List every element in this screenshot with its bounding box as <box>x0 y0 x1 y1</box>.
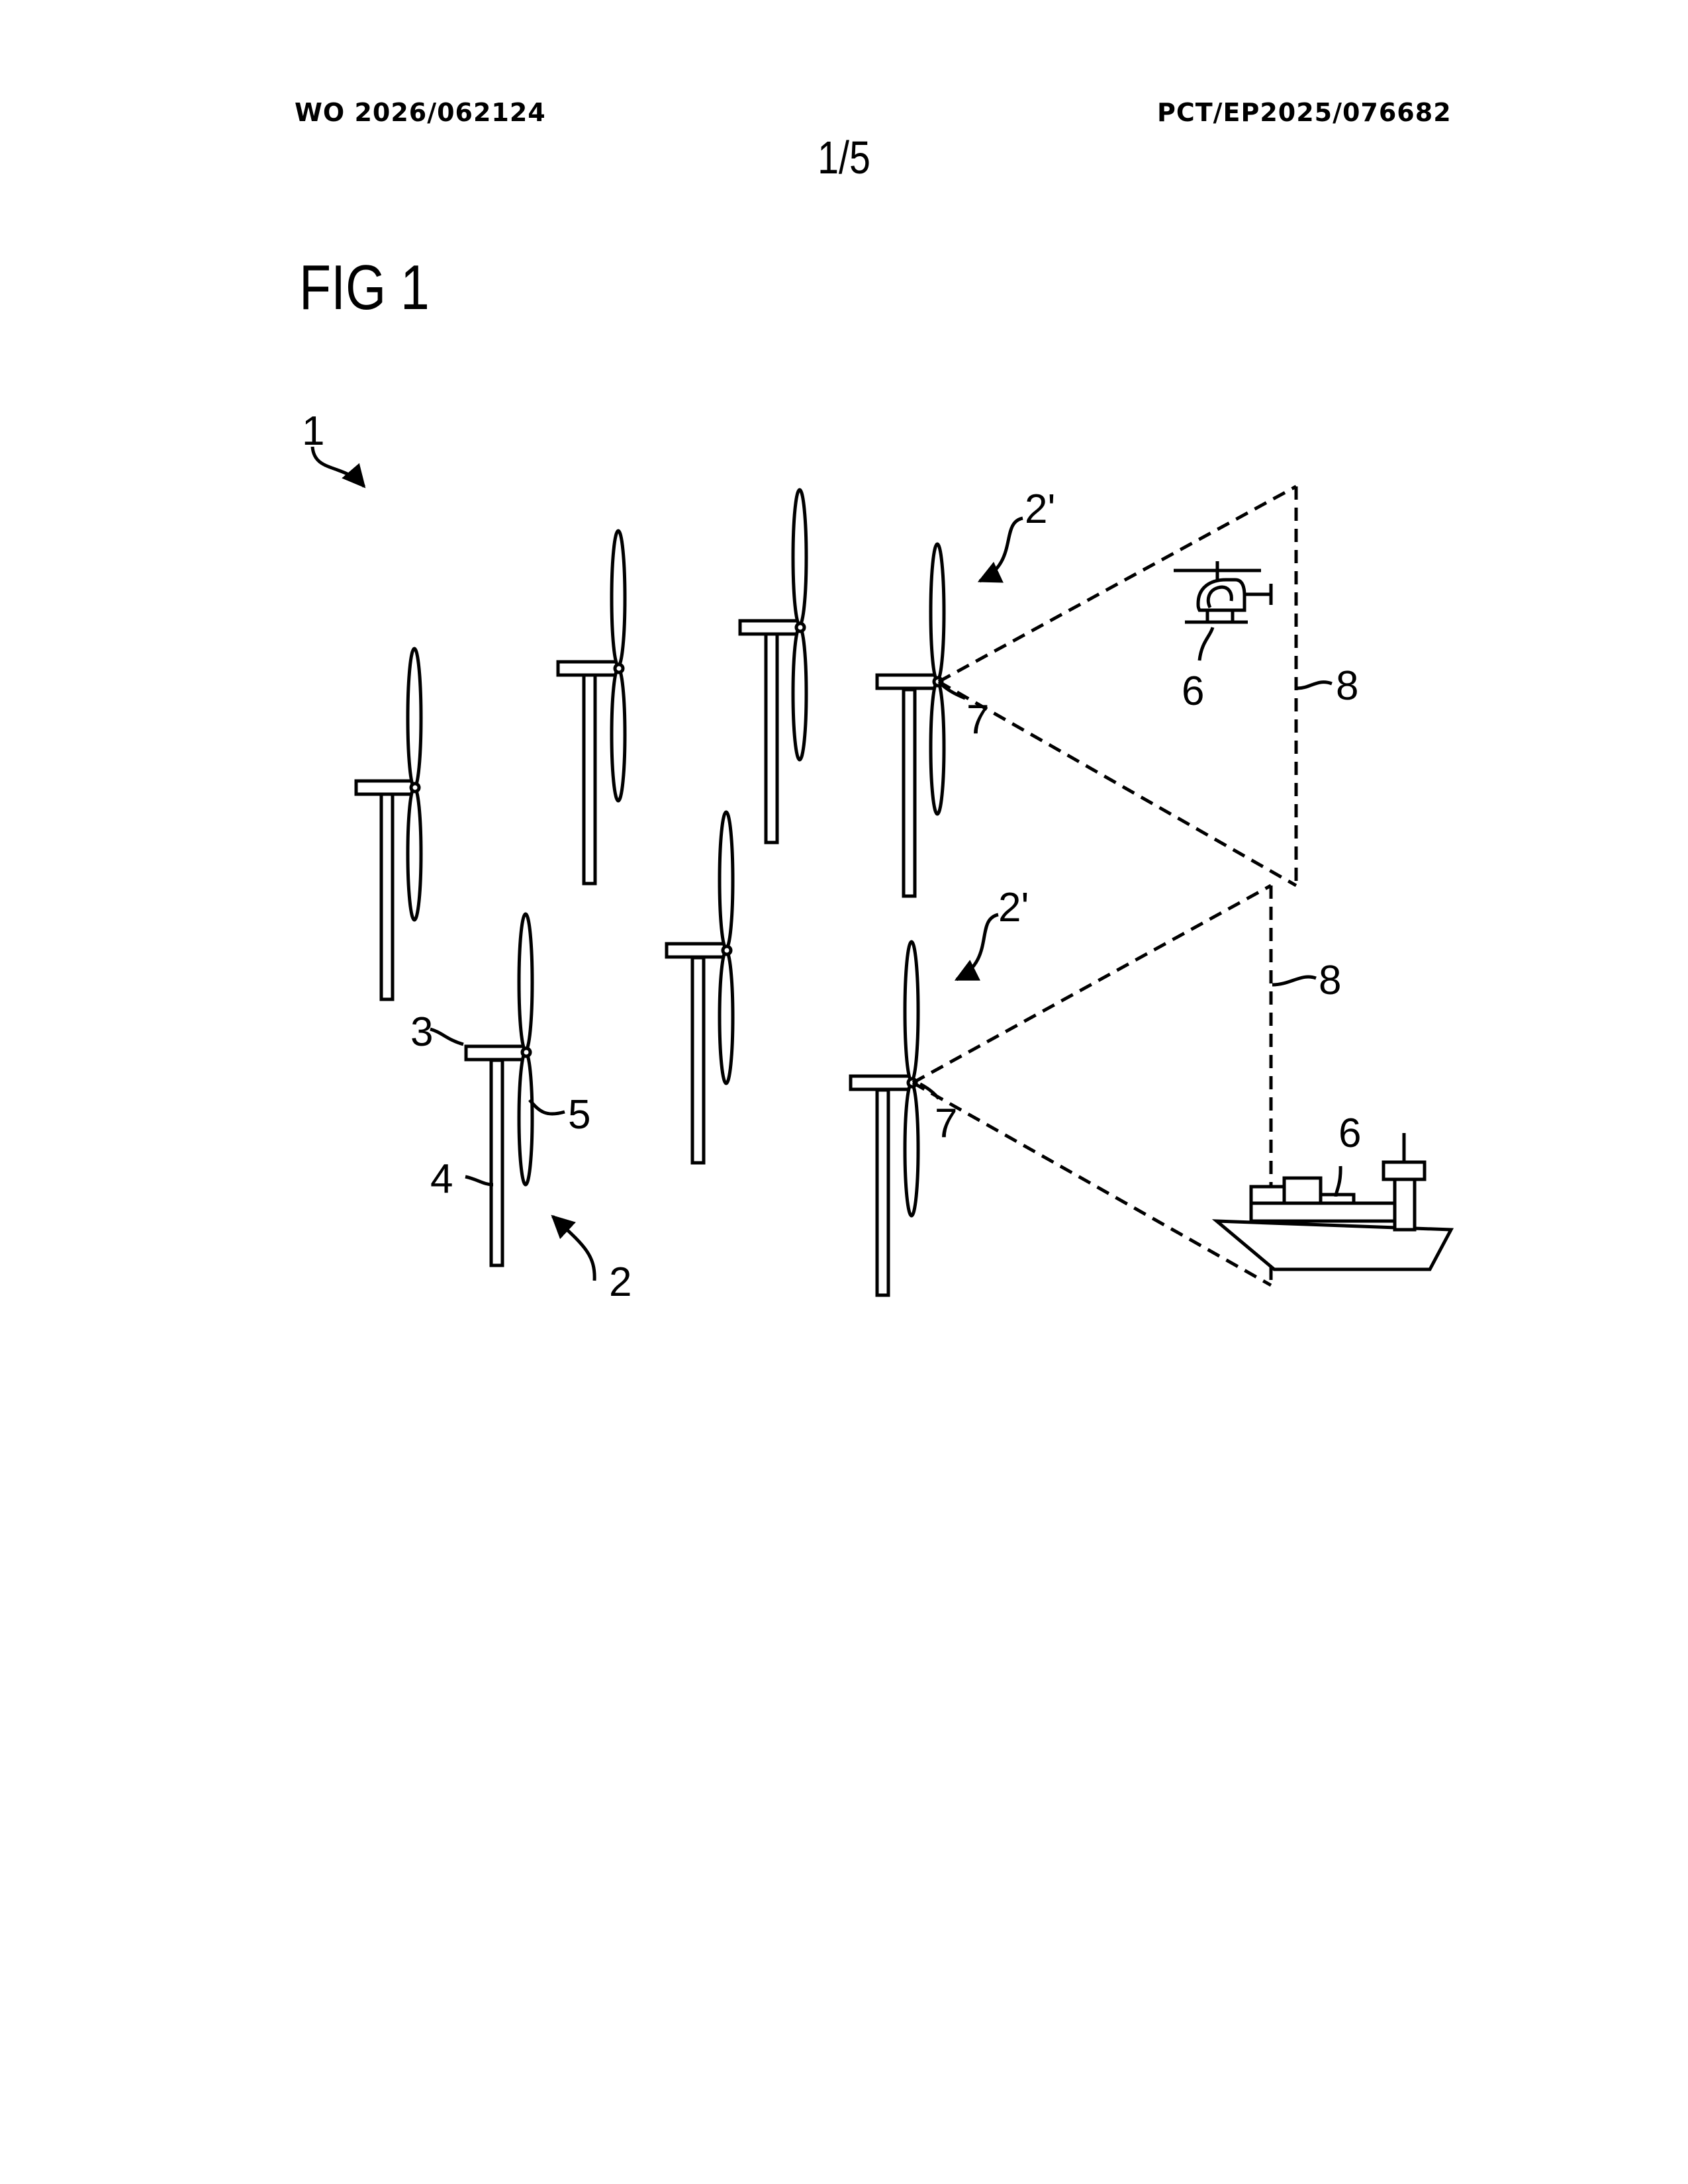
label-sensor-upper: 7 <box>966 697 989 743</box>
turbine-tower <box>692 958 704 1163</box>
label-sensor-lower: 7 <box>935 1101 957 1146</box>
label-field-of-view-lower: 8 <box>1319 958 1341 1003</box>
rotor-hub <box>411 784 419 792</box>
label-helicopter: 6 <box>1182 668 1204 714</box>
target-wind-turbine <box>851 942 918 1295</box>
turbine-tower <box>584 675 595 884</box>
label-target-turbine-upper: 2' <box>1025 486 1055 532</box>
rotor-blade <box>519 914 532 1050</box>
rotor-hub <box>522 1048 530 1056</box>
rotor-blade <box>519 1052 532 1185</box>
label-ship: 6 <box>1338 1111 1361 1156</box>
label-nacelle: 3 <box>410 1009 433 1055</box>
turbine-nacelle <box>558 662 618 675</box>
turbine-tower <box>877 1090 888 1295</box>
target-wind-turbine <box>877 544 944 896</box>
turbine-nacelle <box>740 621 800 634</box>
field-of-view-lower <box>913 886 1271 1285</box>
rotor-blade <box>793 490 806 625</box>
wind-turbine-labelled <box>466 914 532 1265</box>
label-tower: 4 <box>430 1156 453 1202</box>
turbine-tower <box>381 794 393 999</box>
turbine-nacelle <box>877 675 937 688</box>
rotor-blade <box>931 682 944 814</box>
rotor-blade <box>931 544 944 680</box>
label-wind-farm: 1 <box>302 408 324 454</box>
rotor-blade <box>793 627 806 760</box>
rotor-blade <box>720 812 733 948</box>
turbine-nacelle <box>667 944 726 957</box>
rotor-blade <box>408 649 421 788</box>
turbine-tower <box>904 690 915 896</box>
ship-icon <box>1217 1133 1451 1269</box>
rotor-blade <box>720 951 733 1083</box>
turbine-tower <box>766 634 777 842</box>
label-rotor: 5 <box>568 1092 590 1138</box>
rotor-blade <box>408 788 421 920</box>
turbine-tower <box>491 1060 502 1265</box>
rotor-hub <box>796 623 804 631</box>
rotor-blade <box>612 531 625 666</box>
turbine-nacelle <box>356 781 414 794</box>
turbine-nacelle <box>466 1046 526 1060</box>
rotor-blade <box>905 1083 918 1216</box>
rotor-hub <box>615 664 623 672</box>
rotor-blade <box>905 942 918 1081</box>
field-of-view-upper <box>939 486 1296 886</box>
rotor-hub <box>723 946 731 954</box>
wind-turbine <box>356 649 421 999</box>
label-field-of-view-upper: 8 <box>1336 663 1358 709</box>
helicopter-icon <box>1174 561 1271 622</box>
wind-turbine <box>740 490 806 842</box>
label-turbine: 2 <box>609 1259 632 1305</box>
rotor-blade <box>612 668 625 801</box>
turbine-nacelle <box>851 1076 910 1089</box>
wind-turbine <box>558 531 625 884</box>
label-target-turbine-lower: 2' <box>998 885 1029 931</box>
wind-turbine <box>667 812 733 1163</box>
